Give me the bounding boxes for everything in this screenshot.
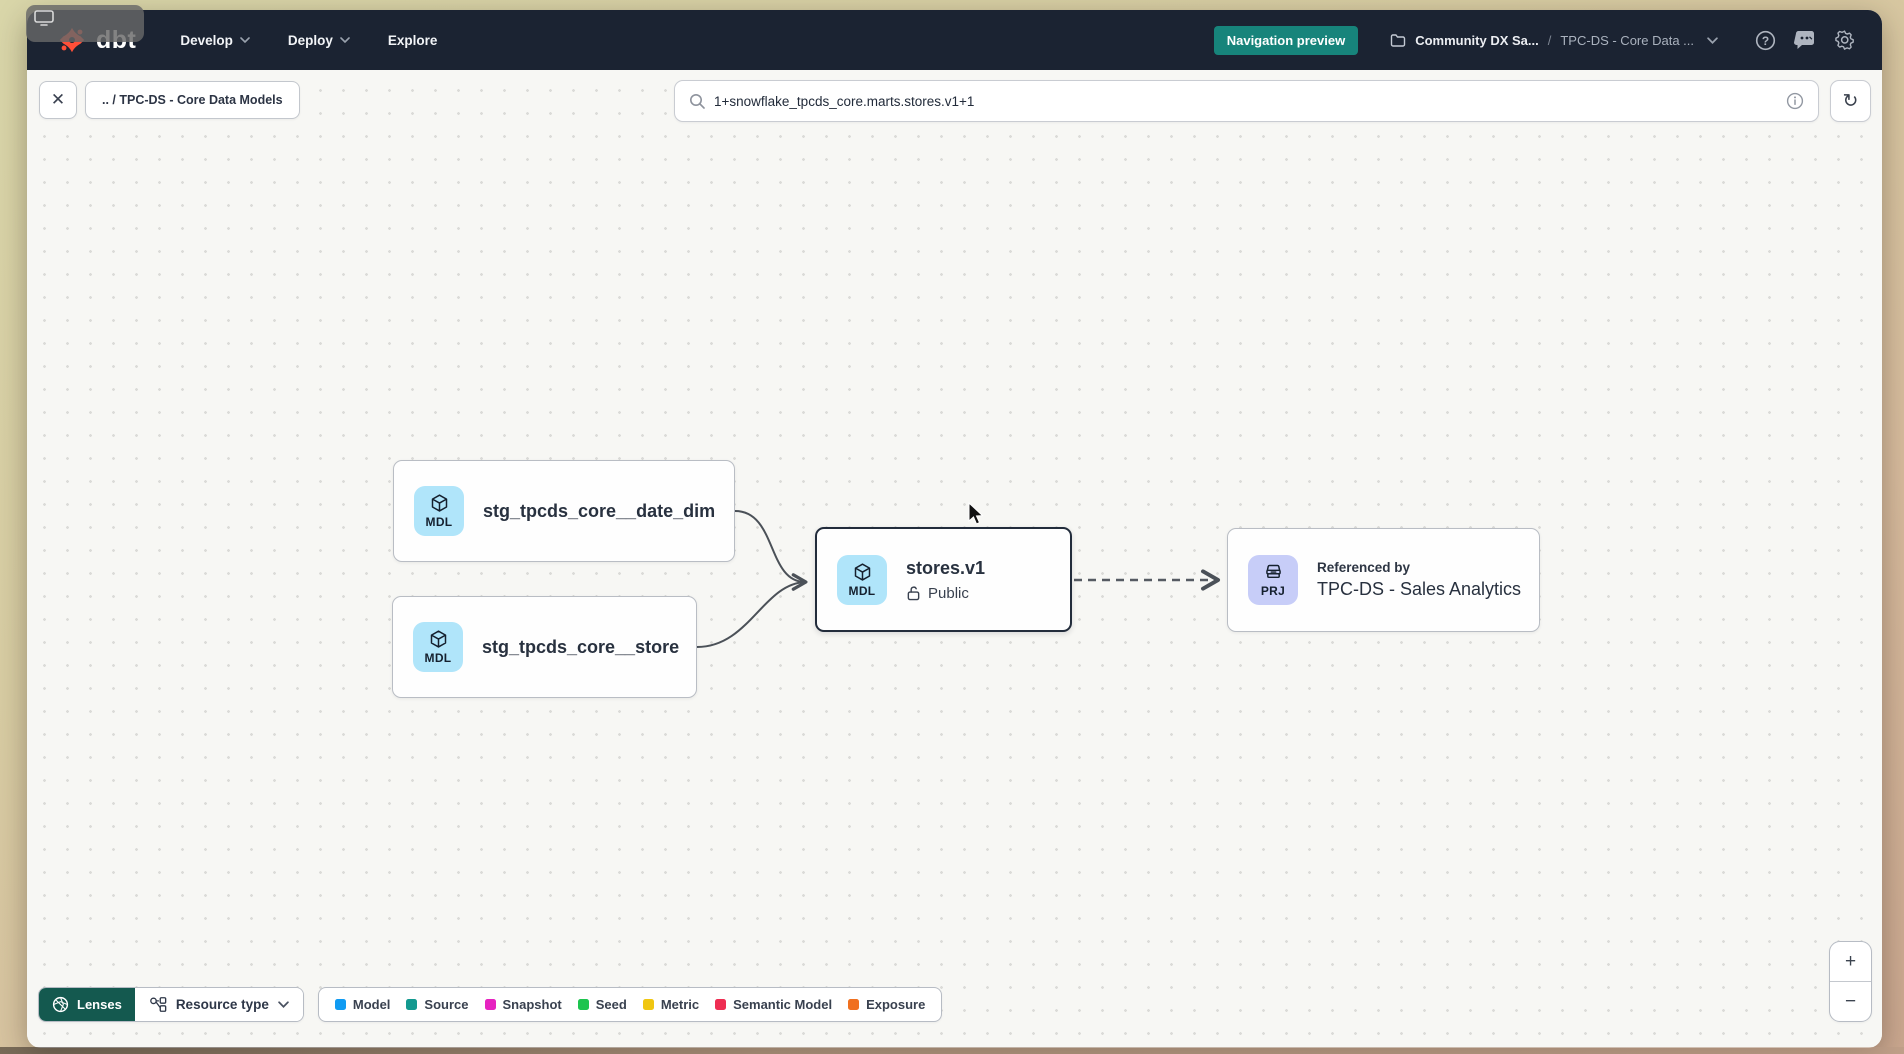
search-icon: [690, 94, 705, 109]
monitor-icon: [34, 10, 54, 26]
legend-label: Snapshot: [502, 997, 562, 1012]
resource-type-label: Resource type: [175, 997, 269, 1012]
legend-item-source: Source: [406, 997, 469, 1012]
badge-label: MDL: [424, 651, 452, 665]
breadcrumb-project[interactable]: Community DX Sa...: [1415, 32, 1539, 48]
info-icon[interactable]: [1786, 92, 1804, 110]
archive-stack-icon: [1265, 564, 1281, 579]
nav-menu-develop-label: Develop: [180, 32, 233, 48]
model-badge: MDL: [414, 486, 464, 536]
node-stg-tpcds-core-date-dim[interactable]: MDL stg_tpcds_core__date_dim: [393, 460, 735, 562]
node-label: stores.v1: [906, 557, 986, 578]
cube-icon: [854, 562, 870, 581]
resource-type-dropdown[interactable]: Resource type: [134, 988, 303, 1021]
refresh-button[interactable]: ↻: [1830, 80, 1871, 122]
legend-item-snapshot: Snapshot: [484, 997, 562, 1012]
node-label: stg_tpcds_core__store: [482, 636, 680, 657]
navigation-preview-badge[interactable]: Navigation preview: [1213, 25, 1359, 55]
lineage-search[interactable]: [674, 80, 1819, 122]
legend-label: Exposure: [866, 997, 926, 1012]
settings-gear-icon[interactable]: [1834, 29, 1856, 51]
node-label: stg_tpcds_core__date_dim: [483, 500, 716, 521]
legend-label: Semantic Model: [733, 997, 833, 1012]
legend-label: Source: [424, 997, 469, 1012]
svg-text:?: ?: [1761, 33, 1768, 47]
chevron-down-icon: [240, 37, 250, 43]
graph-nodes-icon: [149, 997, 167, 1012]
legend-item-semantic-model: Semantic Model: [715, 997, 832, 1012]
legend-swatch: [642, 999, 654, 1010]
graph-breadcrumb-chip[interactable]: .. / TPC-DS - Core Data Models: [85, 81, 300, 119]
resource-legend: Model Source Snapshot Seed Metric Semant…: [317, 987, 943, 1022]
account-breadcrumb[interactable]: Community DX Sa... / TPC-DS - Core Data …: [1390, 33, 1718, 48]
node-text-block: stores.v1 Public: [906, 558, 985, 602]
top-navbar: dbt Develop Deploy Explore Navigation pr…: [27, 10, 1882, 70]
nav-menu-explore[interactable]: Explore: [388, 33, 438, 48]
navbar-icons: ?: [1754, 29, 1856, 51]
node-text-block: Referenced by TPC-DS - Sales Analytics: [1317, 560, 1521, 600]
badge-label: PRJ: [1260, 584, 1286, 598]
nav-menu-explore-label: Explore: [387, 32, 438, 48]
zoom-out-button[interactable]: −: [1844, 990, 1857, 1012]
legend-label: Metric: [660, 997, 700, 1012]
legend-item-seed: Seed: [577, 997, 627, 1012]
feedback-icon[interactable]: [1794, 29, 1816, 51]
lenses-label: Lenses: [77, 997, 122, 1012]
close-button[interactable]: ✕: [39, 81, 77, 119]
breadcrumb-section[interactable]: TPC-DS - Core Data ...: [1560, 32, 1694, 48]
badge-label: MDL: [425, 515, 453, 529]
legend-swatch: [334, 999, 346, 1010]
lens-resource-group: Lenses Resource type: [38, 987, 304, 1022]
node-label: TPC-DS - Sales Analytics: [1317, 579, 1522, 599]
node-stg-tpcds-core-store[interactable]: MDL stg_tpcds_core__store: [392, 596, 697, 698]
nav-menu-deploy-label: Deploy: [287, 32, 333, 48]
lens-aperture-icon: [52, 996, 69, 1013]
badge-label: MDL: [848, 583, 876, 598]
legend-label: Model: [352, 997, 391, 1012]
bottom-controls: Lenses Resource type Model Source Snapsh…: [38, 987, 943, 1022]
node-referenced-by-project[interactable]: PRJ Referenced by TPC-DS - Sales Analyti…: [1227, 528, 1540, 632]
lineage-canvas[interactable]: ✕ .. / TPC-DS - Core Data Models ↻: [27, 70, 1882, 1048]
breadcrumb-separator: /: [1547, 32, 1552, 48]
access-label: Public: [928, 584, 969, 602]
legend-swatch: [848, 999, 860, 1010]
zoom-divider: [1830, 981, 1871, 982]
nav-menu-deploy[interactable]: Deploy: [288, 33, 350, 48]
zoom-in-button[interactable]: +: [1844, 950, 1857, 972]
model-badge: MDL: [413, 622, 463, 672]
edge-datedim-to-stores: [734, 510, 808, 591]
access-row: Public: [906, 585, 985, 602]
legend-swatch: [577, 999, 589, 1010]
folder-icon: [1391, 34, 1406, 47]
legend-swatch: [484, 999, 496, 1010]
cube-icon: [430, 630, 446, 648]
screen-share-pill: [26, 5, 144, 42]
nav-menu-develop[interactable]: Develop: [180, 33, 250, 48]
cube-icon: [431, 494, 447, 512]
legend-item-exposure: Exposure: [848, 997, 925, 1012]
app-window: dbt Develop Deploy Explore Navigation pr…: [27, 10, 1882, 1048]
legend-item-metric: Metric: [642, 997, 700, 1012]
project-badge: PRJ: [1248, 555, 1298, 605]
zoom-controls: + −: [1829, 941, 1872, 1022]
chevron-down-icon[interactable]: [1707, 36, 1718, 44]
model-badge: MDL: [837, 554, 887, 605]
help-icon[interactable]: ?: [1754, 29, 1776, 51]
main-nav: Develop Deploy Explore: [180, 33, 437, 48]
search-input[interactable]: [714, 93, 1777, 109]
legend-swatch: [715, 999, 727, 1010]
legend-label: Seed: [595, 997, 627, 1012]
chevron-down-icon: [340, 37, 350, 43]
node-stores-v1[interactable]: MDL stores.v1 Public: [815, 527, 1072, 632]
edge-store-to-stores: [696, 581, 806, 648]
graph-toolbar: ✕ .. / TPC-DS - Core Data Models ↻: [27, 80, 1882, 122]
lenses-button[interactable]: Lenses: [39, 988, 135, 1021]
legend-item-model: Model: [334, 997, 391, 1012]
legend-swatch: [406, 999, 418, 1010]
referenced-by-label: Referenced by: [1317, 560, 1411, 575]
chevron-down-icon: [278, 1001, 289, 1008]
mouse-cursor: [968, 502, 984, 525]
unlock-icon: [907, 586, 920, 601]
